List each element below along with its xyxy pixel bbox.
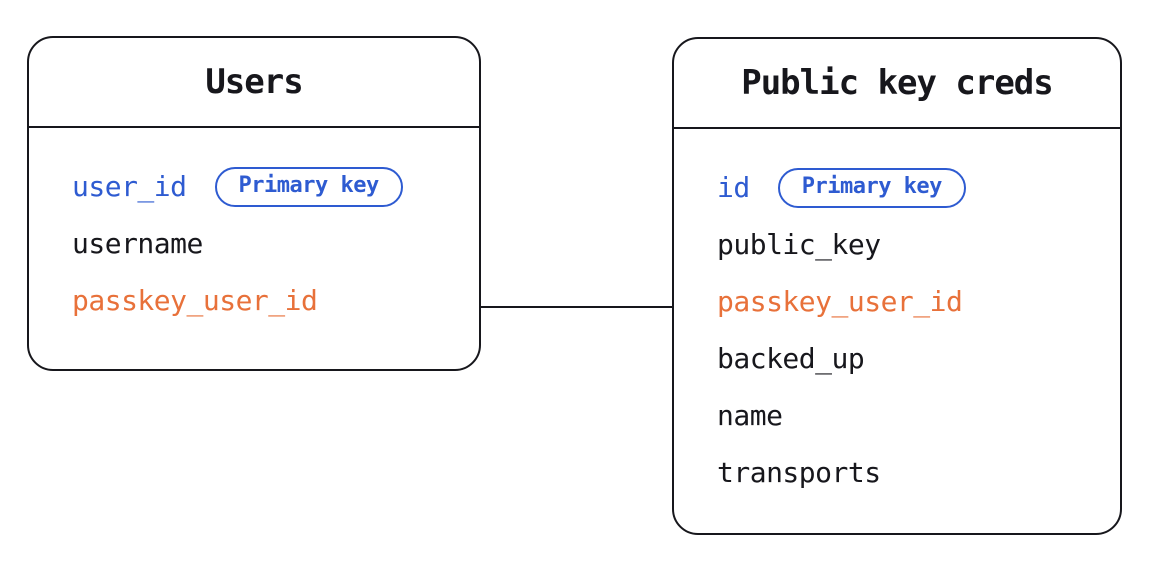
primary-key-badge: Primary key <box>777 167 966 208</box>
public-key-creds-table-title: Public key creds <box>741 63 1054 103</box>
field-row-public_key: public_key <box>717 216 1110 273</box>
field-label-transports: transports <box>717 456 881 489</box>
field-label-passkey_user_id: passkey_user_id <box>72 284 318 317</box>
field-row-transports: transports <box>717 444 1110 501</box>
field-row-backed_up: backed_up <box>717 330 1110 387</box>
field-label-backed_up: backed_up <box>717 342 865 375</box>
field-label-passkey_user_id: passkey_user_id <box>717 285 963 318</box>
field-label-public_key: public_key <box>717 228 881 261</box>
primary-key-badge: Primary key <box>214 166 403 207</box>
public-key-creds-table-header: Public key creds <box>674 39 1120 129</box>
field-label-name: name <box>717 399 783 432</box>
relationship-line-passkey-user-id <box>481 306 672 308</box>
field-row-user_id: user_id Primary key <box>72 158 469 215</box>
field-label-username: username <box>72 227 203 260</box>
field-label-user_id: user_id <box>72 170 187 203</box>
field-row-username: username <box>72 215 469 272</box>
public-key-creds-table: Public key creds id Primary key public_key… <box>672 37 1122 535</box>
users-table-header: Users <box>29 38 479 128</box>
field-row-passkey_user_id: passkey_user_id <box>72 272 469 329</box>
users-table-body: user_id Primary key username passkey_user_i… <box>29 128 479 329</box>
users-table-title: Users <box>205 62 303 102</box>
field-row-id: id Primary key <box>717 159 1110 216</box>
field-row-name: name <box>717 387 1110 444</box>
users-table: Users user_id Primary key username passkey_… <box>27 36 481 371</box>
field-row-passkey_user_id: passkey_user_id <box>717 273 1110 330</box>
field-label-id: id <box>717 171 750 204</box>
